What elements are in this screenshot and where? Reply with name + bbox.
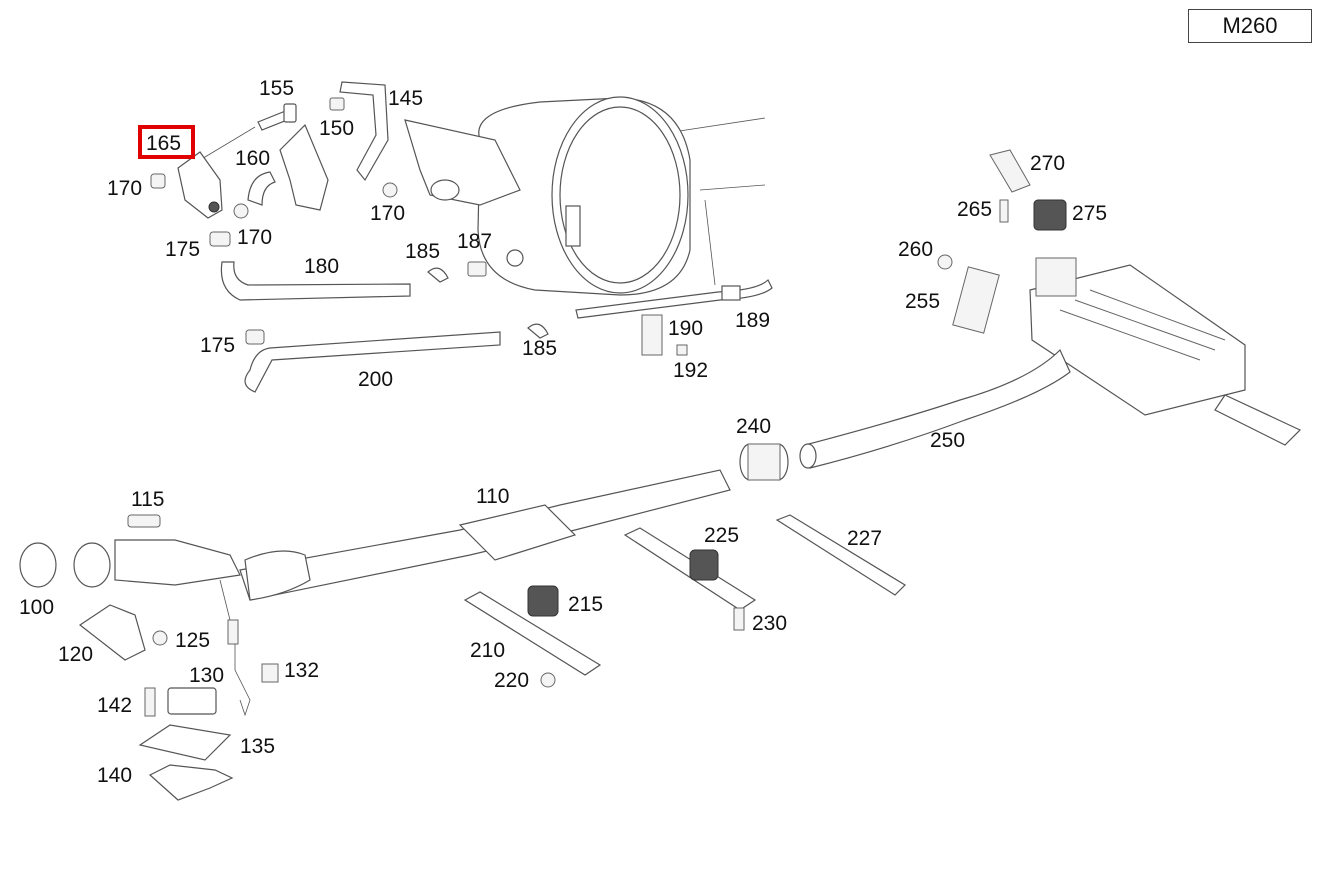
part-labels: 165 155 145 150 160 170 170 170 175 185 … (19, 77, 1107, 787)
highlight-box-165 (138, 125, 195, 159)
part-label-190[interactable]: 190 (668, 317, 703, 340)
part-label-210[interactable]: 210 (470, 639, 505, 662)
part-label-115[interactable]: 115 (131, 488, 164, 511)
part-label-160[interactable]: 160 (235, 147, 270, 170)
part-label-255[interactable]: 255 (905, 290, 940, 313)
part-label-150[interactable]: 150 (319, 117, 354, 140)
part-label-130[interactable]: 130 (189, 664, 224, 687)
part-label-250[interactable]: 250 (930, 429, 965, 452)
sensor-line-189-illustration (575, 199, 773, 356)
part-label-175[interactable]: 175 (165, 238, 200, 261)
sensor-130-illustration (138, 579, 279, 801)
part-label-225[interactable]: 225 (704, 524, 739, 547)
part-label-165[interactable]: 165 (146, 132, 181, 155)
mount-120-illustration (78, 604, 168, 661)
part-label-227[interactable]: 227 (847, 527, 882, 550)
part-label-120[interactable]: 120 (58, 643, 93, 666)
part-label-145[interactable]: 145 (388, 87, 423, 110)
part-label-125[interactable]: 125 (175, 629, 210, 652)
bracket-160-illustration (233, 123, 329, 219)
part-label-200[interactable]: 200 (358, 368, 393, 391)
bracket-227-illustration (775, 514, 906, 596)
part-label-185[interactable]: 185 (405, 240, 440, 263)
part-label-140[interactable]: 140 (97, 764, 132, 787)
part-label-275[interactable]: 275 (1072, 202, 1107, 225)
model-code-box: M260 (1188, 9, 1312, 43)
clamp-240-illustration (739, 443, 789, 481)
part-label-170[interactable]: 170 (107, 177, 142, 200)
pipe-250-illustration (799, 348, 1071, 469)
part-label-230[interactable]: 230 (752, 612, 787, 635)
part-label-175[interactable]: 175 (200, 334, 235, 357)
part-label-240[interactable]: 240 (736, 415, 771, 438)
part-label-110[interactable]: 110 (476, 485, 509, 508)
pin-155-illustration (257, 103, 297, 131)
part-label-265[interactable]: 265 (957, 198, 992, 221)
pipe-180-illustration (209, 231, 487, 301)
bracket-210-illustration (463, 585, 602, 688)
part-label-135[interactable]: 135 (240, 735, 275, 758)
part-label-260[interactable]: 260 (898, 238, 933, 261)
part-label-192[interactable]: 192 (673, 359, 708, 382)
rear-muffler-illustration (937, 254, 1302, 446)
part-label-189[interactable]: 189 (735, 309, 770, 332)
part-label-100[interactable]: 100 (19, 596, 54, 619)
bracket-225-illustration (623, 527, 757, 631)
front-pipe-110-illustration (19, 469, 731, 601)
part-label-215[interactable]: 215 (568, 593, 603, 616)
part-label-180[interactable]: 180 (304, 255, 339, 278)
part-label-132[interactable]: 132 (284, 659, 319, 682)
pipe-200-illustration (244, 323, 549, 393)
part-label-170[interactable]: 170 (370, 202, 405, 225)
dpf-housing-illustration (404, 96, 766, 296)
part-label-187[interactable]: 187 (457, 230, 492, 253)
part-label-270[interactable]: 270 (1030, 152, 1065, 175)
bracket-165-illustration (150, 126, 256, 219)
sensor-270-illustration (989, 149, 1067, 231)
part-label-170[interactable]: 170 (237, 226, 272, 249)
strap-145-illustration (329, 81, 398, 198)
part-label-220[interactable]: 220 (494, 669, 529, 692)
part-label-185[interactable]: 185 (522, 337, 557, 360)
part-label-142[interactable]: 142 (97, 694, 132, 717)
part-label-155[interactable]: 155 (259, 77, 294, 100)
